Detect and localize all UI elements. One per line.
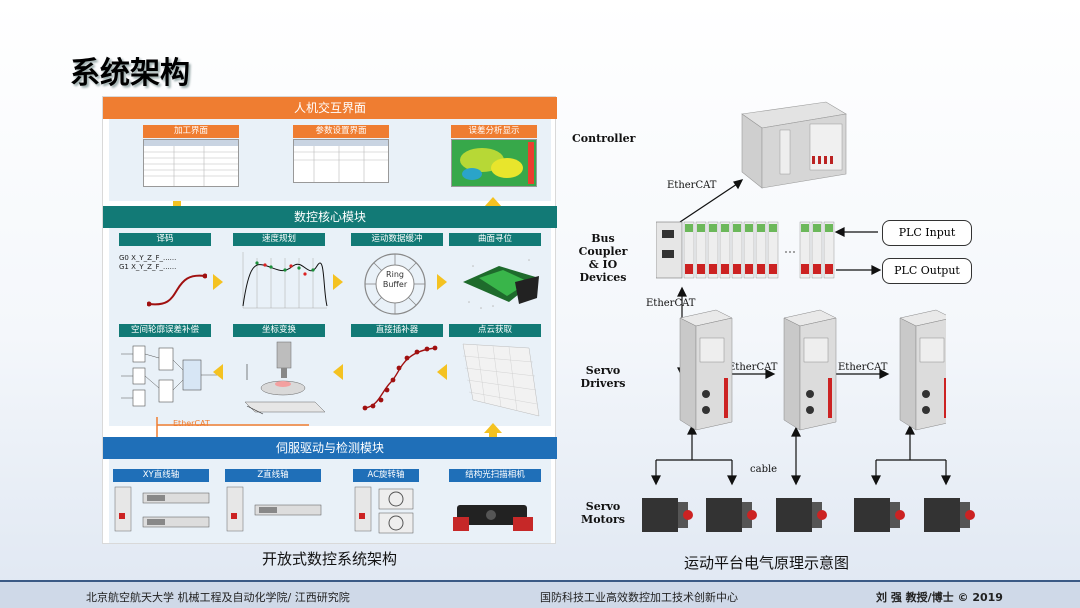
footer-center: 国防科技工业高效数控加工技术创新中心 [540,591,738,604]
gcode-line-2: G1 X_Y_Z_F_...... [119,263,177,271]
label-bus-coupler: Bus Coupler & IO Devices [578,232,628,284]
ethercat-label: EtherCAT [173,419,210,428]
error-heatmap-screenshot [451,139,537,187]
servo-section: XY直线轴 Z直线轴 AC旋转轴 结构光扫描相机 [109,459,551,543]
label-servo-motors: Servo Motors [581,500,625,526]
core-contour-compensation: 空间轮廓误差补偿 [119,324,211,337]
core-direct-interpolator: 直接插补器 [351,324,443,337]
ethercat-label-coupler: EtherCAT [646,298,696,309]
xy-axis-image [114,486,210,532]
right-caption: 运动平台电气原理示意图 [684,554,850,572]
servo-z-axis: Z直线轴 [225,469,321,482]
speed-profile-chart [242,252,328,309]
gcode-text: G0 X_Y_Z_F_...... G1 X_Y_Z_F_...... [119,254,176,272]
footer-university: 北京航空航天大学 机械工程及自动化学院/ 江西研究院 [86,591,350,604]
hmi-section: 加工界面 参数设置界面 误差分析显示 [109,119,551,201]
left-arrow-icon [437,364,447,380]
gcode-line-1: G0 X_Y_Z_F_...... [119,254,177,262]
label-controller: Controller [572,132,636,145]
left-arrow-icon [333,364,343,380]
hmi-panel-error: 误差分析显示 [451,125,537,138]
core-surface-locate: 曲面寻位 [449,233,541,246]
decode-curve [147,273,207,307]
controller-device [741,101,847,189]
up-arrow-icon [484,197,502,207]
point-cloud-image [462,343,540,417]
core-decode: 译码 [119,233,211,246]
ethercat-label-driver-1: EtherCAT [728,362,778,373]
machine-coordinate-image [244,341,326,415]
params-screenshot [293,139,389,183]
interpolator-curve [362,345,438,411]
footer-author: 刘 强 教授/博士 © 2019 [876,591,1003,604]
surface-locate-image [463,259,539,309]
left-caption: 开放式数控系统架构 [262,550,398,568]
left-arrow-icon [213,364,223,380]
right-arrow-icon [213,274,223,290]
servo-xy-axis: XY直线轴 [113,469,209,482]
z-axis-image [226,486,322,532]
hmi-band: 人机交互界面 [103,97,557,119]
label-servo-drivers: Servo Drivers [580,364,626,390]
servo-motors [642,498,975,532]
footer-bar: 北京航空航天大学 机械工程及自动化学院/ 江西研究院 国防科技工业高效数控加工技… [0,580,1080,608]
right-arrow-icon [333,274,343,290]
servo-drivers [679,309,946,431]
scan-camera-image [453,505,533,531]
ethercat-label-controller: EtherCAT [667,180,717,191]
core-motion-buffer: 运动数据缓冲 [351,233,443,246]
plc-output-box: PLC Output [882,258,972,284]
slide-title: 系统架构 [70,56,190,91]
ethercat-label-driver-2: EtherCAT [838,362,888,373]
core-speed-planning: 速度规划 [233,233,325,246]
right-arrow-icon [437,274,447,290]
core-coordinate-transform: 坐标变换 [233,324,325,337]
core-band: 数控核心模块 [103,206,557,228]
cable-label: cable [750,464,778,475]
hmi-panel-machining: 加工界面 [143,125,239,138]
cnc-architecture-diagram: 人机交互界面 加工界面 参数设置界面 误差分析显示 数控核心模块 译码 速度规划… [102,96,557,544]
ring-buffer-icon [364,253,426,315]
core-point-cloud: 点云获取 [449,324,541,337]
core-section: 译码 速度规划 运动数据缓冲 曲面寻位 G0 X_Y_Z_F_...... G1… [109,228,551,426]
ac-axis-image [354,486,414,534]
servo-band: 伺服驱动与检测模块 [103,437,557,459]
up-arrow-icon [484,423,502,433]
ring-buffer-label: Ring Buffer [382,270,408,289]
plc-input-box: PLC Input [882,220,972,246]
servo-ac-axis: AC旋转轴 [353,469,419,482]
hmi-panel-params: 参数设置界面 [293,125,389,138]
machining-screenshot [143,139,239,187]
compensation-block-diagram [121,345,217,407]
servo-scan-camera: 结构光扫描相机 [449,469,541,482]
io-terminals [656,221,835,279]
